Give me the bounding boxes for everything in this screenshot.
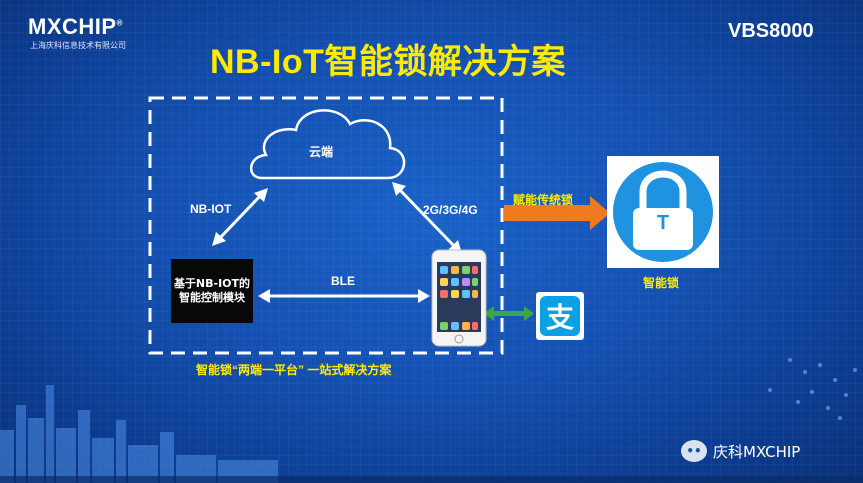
nbiot-arrow (212, 188, 268, 246)
ble-arrow (258, 289, 430, 303)
nbiot-control-module: 基于NB-IOT的智能控制模块 (171, 259, 253, 323)
network-arrow (392, 182, 462, 254)
empower-label: 赋能传统锁 (513, 193, 574, 207)
brand-subtitle: 上海庆科信息技术有限公司 (30, 41, 126, 50)
lock-glyph: T (656, 212, 670, 234)
dashed-system-boundary (148, 96, 504, 355)
brand-registered-mark: ® (116, 18, 123, 28)
cloud-label: 云端 (309, 145, 334, 159)
city-skyline-decoration (0, 385, 278, 483)
cloud-icon (250, 109, 406, 180)
platform-caption: 智能锁“两端一平台” 一站式解决方案 (196, 363, 392, 377)
smart-lock-icon (613, 162, 713, 262)
empower-arrow (504, 196, 610, 230)
ble-label: BLE (331, 274, 355, 288)
watermark-text: 庆科MXCHIP (713, 442, 801, 461)
alipay-link-arrow (484, 306, 534, 321)
wechat-watermark: •• 庆科MXCHIP (681, 440, 800, 462)
nbiot-label: NB-IOT (190, 202, 232, 216)
network-label: 2G/3G/4G (423, 203, 478, 217)
brand-name: MXCHIP (28, 14, 117, 39)
alipay-app: 支 (536, 292, 584, 340)
smartphone-icon (431, 249, 487, 347)
module-label: 基于NB-IOT的智能控制模块 (173, 277, 251, 304)
alipay-icon: 支 (540, 296, 580, 336)
brand-logo: MXCHIP® (28, 14, 123, 40)
product-model: VBS8000 (728, 20, 814, 42)
light-dots-decoration (768, 358, 857, 420)
wechat-icon: •• (681, 440, 707, 462)
slide-title: NB-IoT智能锁解决方案 (210, 43, 566, 81)
smart-lock-label: 智能锁 (643, 276, 680, 290)
